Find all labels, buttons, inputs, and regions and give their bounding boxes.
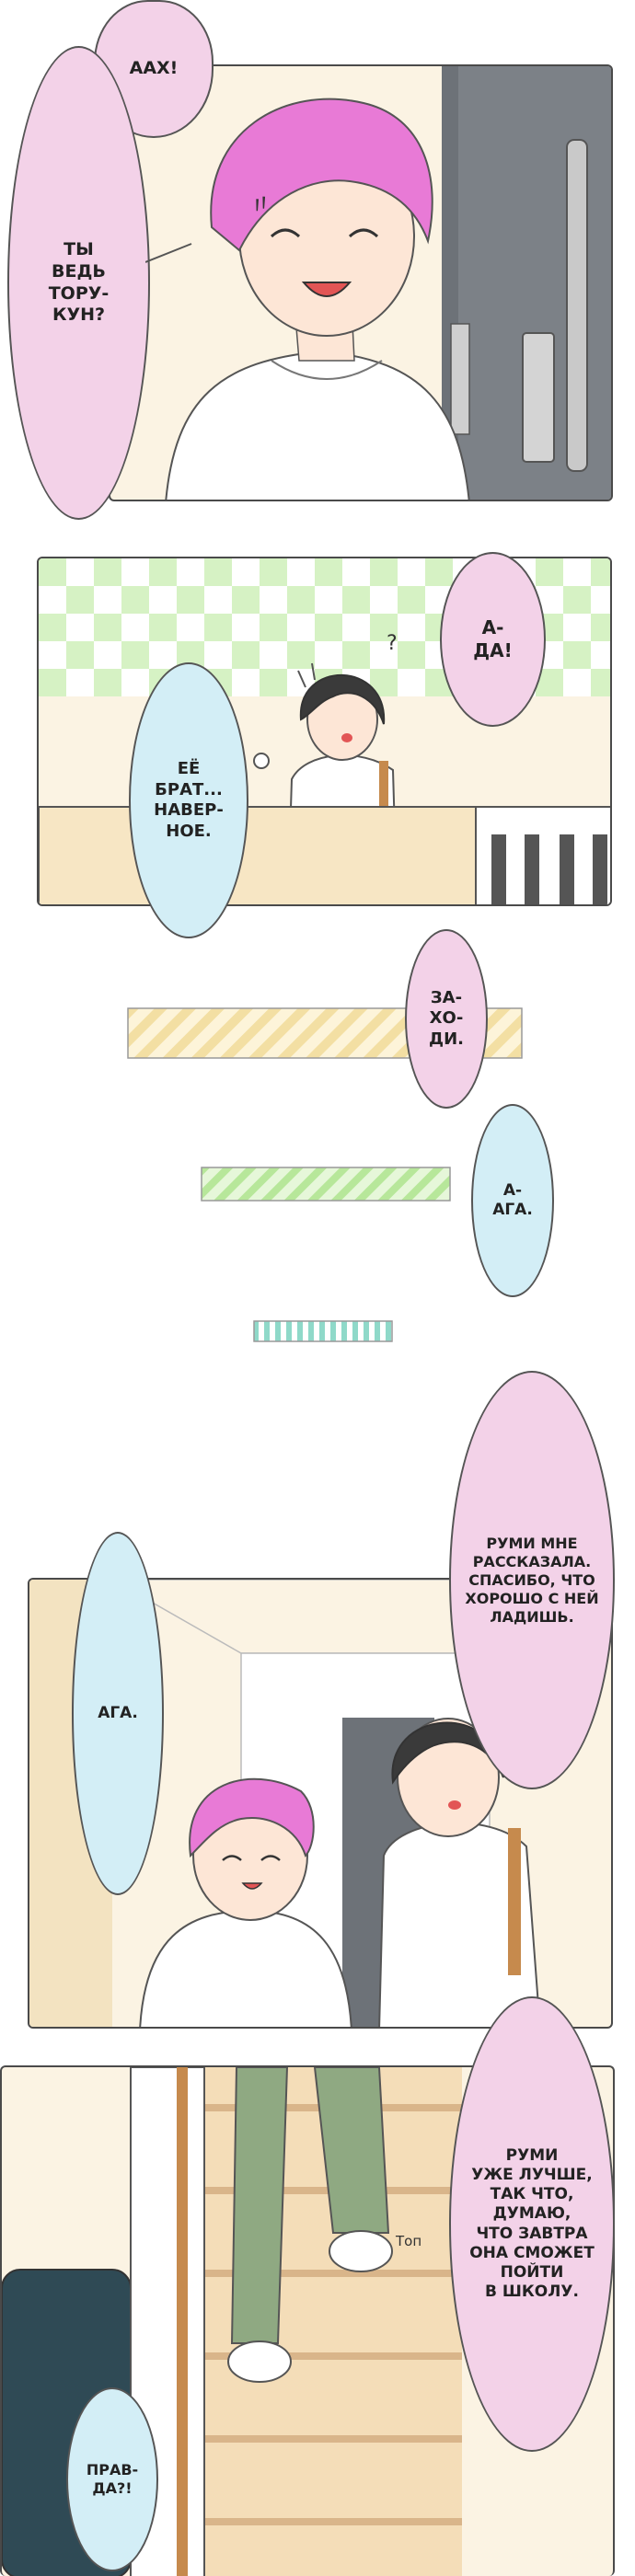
stair-step-5 <box>186 2435 462 2443</box>
character-eye-left <box>270 228 301 238</box>
fence-bar-2 <box>525 834 539 904</box>
legs-left <box>230 2067 289 2344</box>
speech-bubble-5-text: ЗА- ХО- ДИ. <box>429 987 464 1049</box>
character-eye-right <box>348 228 379 238</box>
door-latch <box>450 323 470 435</box>
speech-bubble-8-text: АГА. <box>98 1703 138 1722</box>
foreground-strap <box>177 2067 188 2576</box>
speech-bubble-6: А- АГА. <box>471 1104 554 1297</box>
speech-bubble-1-text: ААХ! <box>129 58 179 79</box>
dark-boy-bag-strap <box>508 1828 521 1975</box>
stair-step-4 <box>186 2352 462 2360</box>
character-mouth <box>301 282 352 297</box>
speech-bubble-10-text: ПРАВ- ДА?! <box>86 2461 139 2497</box>
speech-bubble-9-text: РУМИ УЖЕ ЛУЧШЕ, ТАК ЧТО, ДУМАЮ, ЧТО ЗАВТ… <box>469 2145 595 2302</box>
panel-stairs-art <box>2 2067 462 2576</box>
panel-door-art <box>165 66 611 500</box>
speech-bubble-3: А- ДА! <box>440 552 546 727</box>
fence-bar-1 <box>491 834 506 904</box>
speech-bubble-3-text: А- ДА! <box>473 616 513 661</box>
stair-step-2 <box>186 2187 462 2194</box>
legs-right <box>313 2067 390 2234</box>
pink-boy-mouth <box>241 1882 263 1890</box>
panel-door: 〃 <box>109 64 613 501</box>
question-mark-sfx: ? <box>387 632 398 655</box>
speech-bubble-2: ТЫ ВЕДЬ ТОРУ- КУН? <box>7 46 150 520</box>
surprise-marks <box>297 662 316 688</box>
thought-circles <box>253 753 270 769</box>
stair-step-3 <box>186 2270 462 2277</box>
door-handle-bar <box>566 139 588 472</box>
foreground-arm <box>130 2067 205 2576</box>
foot-right <box>329 2230 393 2272</box>
pink-boy-eye-left <box>222 1855 242 1861</box>
foot-left <box>227 2340 292 2383</box>
character-collar <box>271 360 383 380</box>
wall-counter <box>39 806 477 904</box>
fence-bar-4 <box>593 834 607 904</box>
speech-bubble-6-text: А- АГА. <box>492 1180 533 1219</box>
speech-bubble-7-text: РУМИ МНЕ РАССКАЗАЛА. СПАСИБО, ЧТО ХОРОШО… <box>465 1534 599 1626</box>
door-lock <box>522 332 555 463</box>
striped-bar-teal <box>253 1320 393 1342</box>
boy-mouth <box>341 733 352 742</box>
speech-bubble-8: АГА. <box>72 1532 164 1895</box>
striped-bar-green <box>201 1167 451 1202</box>
pink-boy-hair <box>189 1777 315 1858</box>
dark-boy-mouth <box>448 1800 461 1810</box>
speech-bubble-2-text: ТЫ ВЕДЬ ТОРУ- КУН? <box>48 239 110 326</box>
character-hair <box>210 98 433 252</box>
speech-bubble-4: ЕЁ БРАТ... НАВЕР- НОЕ. <box>129 662 248 938</box>
speech-bubble-2-tail <box>145 243 192 263</box>
speech-bubble-9: РУМИ УЖЕ ЛУЧШЕ, ТАК ЧТО, ДУМАЮ, ЧТО ЗАВТ… <box>449 1996 615 2452</box>
step-sound-sfx: Топ <box>396 2233 422 2249</box>
fence-bar-3 <box>560 834 574 904</box>
speech-bubble-7: РУМИ МНЕ РАССКАЗАЛА. СПАСИБО, ЧТО ХОРОШО… <box>449 1371 615 1789</box>
speech-bubble-5: ЗА- ХО- ДИ. <box>405 929 488 1109</box>
pink-boy-eye-right <box>260 1855 281 1861</box>
stair-step-6 <box>186 2518 462 2525</box>
speech-bubble-10: ПРАВ- ДА?! <box>66 2387 158 2571</box>
boy-hair <box>299 673 386 725</box>
character-body <box>165 350 470 500</box>
speech-bubble-4-text: ЕЁ БРАТ... НАВЕР- НОЕ. <box>154 759 224 841</box>
